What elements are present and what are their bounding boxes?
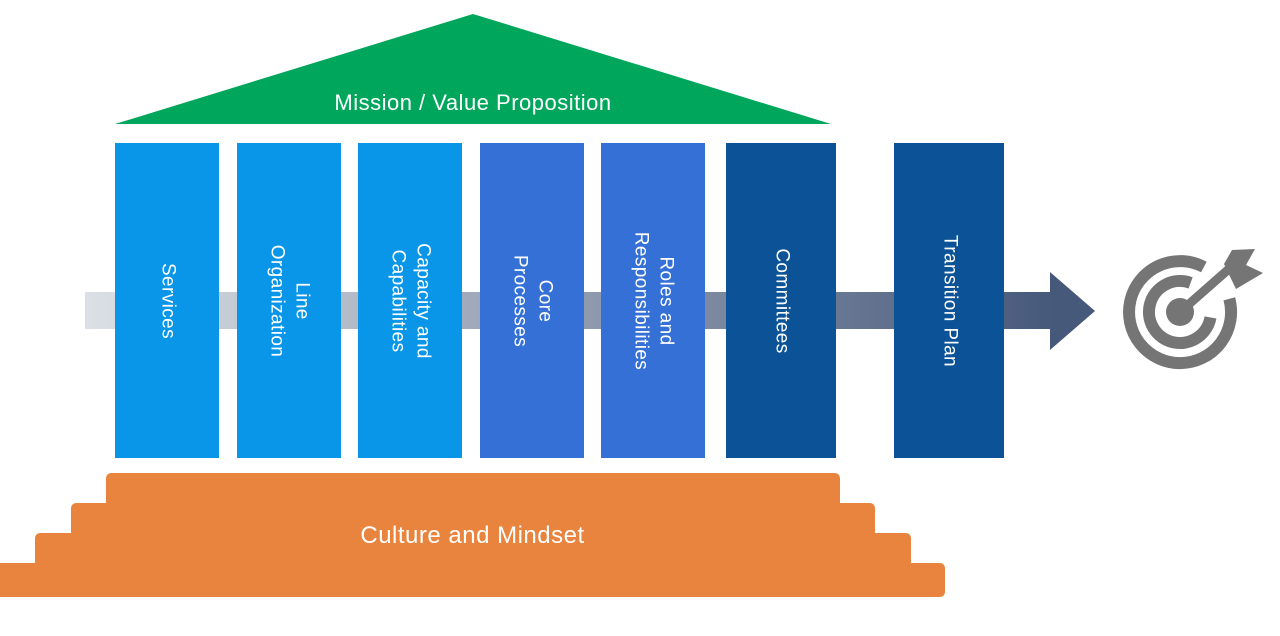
roof-label: Mission / Value Proposition xyxy=(334,90,612,115)
pillar-label: Transition Plan xyxy=(939,234,961,367)
base-label: Culture and Mindset xyxy=(360,522,585,549)
roof-triangle: Mission / Value Proposition xyxy=(115,14,831,124)
pillar-roles-responsibilities: Roles and Responsibilities xyxy=(601,143,705,458)
target-bullseye-dart-icon xyxy=(1120,240,1270,380)
base-step-3 xyxy=(35,533,911,567)
pillar-label: Roles and Responsibilities xyxy=(631,231,677,370)
pillar-transition-plan: Transition Plan xyxy=(894,143,1004,458)
pillar-label: Committees xyxy=(771,247,793,354)
pillar-services: Services xyxy=(115,143,219,458)
pillar-label: Core Processes xyxy=(510,254,556,347)
pillar-core-processes: Core Processes xyxy=(480,143,584,458)
pillar-label: Line Organization xyxy=(267,244,313,357)
pillar-line-organization: Line Organization xyxy=(237,143,341,458)
pillar-committees: Committees xyxy=(726,143,836,458)
base-step-4 xyxy=(0,563,945,597)
pillar-label: Services xyxy=(157,262,179,339)
base-step-1 xyxy=(106,473,840,507)
pillar-capacity-capabilities: Capacity and Capabilities xyxy=(358,143,462,458)
arrow-head xyxy=(1050,272,1095,350)
base-step-2 xyxy=(71,503,875,537)
pillar-label: Capacity and Capabilities xyxy=(388,242,434,359)
